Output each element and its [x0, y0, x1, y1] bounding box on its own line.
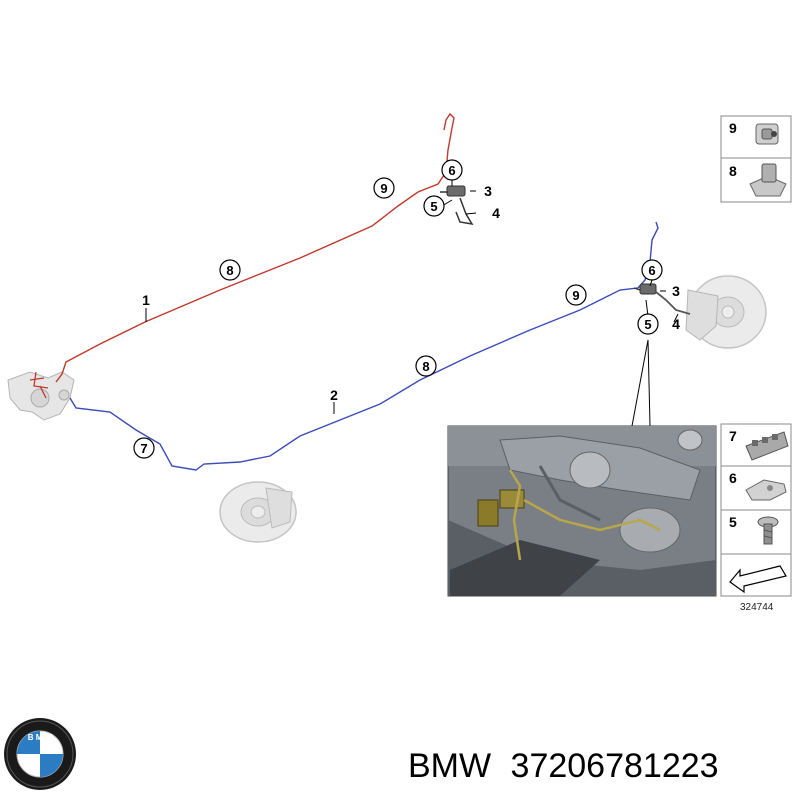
bracket-part-icon	[745, 479, 787, 501]
svg-text:8: 8	[729, 163, 737, 179]
footer-brand-part: BMW 37206781223	[408, 747, 719, 785]
brake-disc-front	[219, 481, 297, 543]
label-4-upper: 4	[492, 205, 500, 221]
front-axle-component	[7, 371, 75, 421]
svg-text:9: 9	[572, 288, 579, 303]
svg-text:7: 7	[140, 441, 147, 456]
svg-text:7: 7	[729, 428, 737, 444]
svg-text:8: 8	[422, 359, 429, 374]
screw-part-icon	[757, 516, 779, 545]
footer-part-number: 37206781223	[511, 747, 719, 785]
reference-number: 324744	[740, 602, 774, 613]
label-4-lower: 4	[672, 316, 680, 332]
multi-clip-part-icon	[745, 431, 789, 461]
svg-text:6: 6	[648, 263, 655, 278]
brake-line-1	[55, 112, 455, 383]
callout-5-upper: 5	[423, 195, 445, 217]
callout-9-lower: 9	[565, 284, 587, 306]
svg-text:9: 9	[380, 181, 387, 196]
svg-text:9: 9	[729, 120, 737, 136]
svg-text:5: 5	[430, 199, 437, 214]
brake-line-1-end	[29, 371, 49, 399]
callout-5-lower: 5	[637, 313, 659, 335]
callout-6-upper: 6	[441, 159, 463, 181]
direction-arrow-icon	[729, 565, 787, 594]
footer-brand: BMW	[408, 747, 491, 785]
svg-text:5: 5	[644, 317, 651, 332]
parts-legend-bottom: 7 6 5	[720, 423, 792, 597]
label-1: 1	[142, 292, 150, 308]
clip-part-icon	[755, 123, 779, 145]
svg-text:6: 6	[448, 163, 455, 178]
leader-lines	[145, 178, 679, 427]
svg-text:5: 5	[729, 514, 737, 530]
svg-text:8: 8	[226, 263, 233, 278]
svg-text:B M W: B M W	[28, 733, 53, 742]
callout-9-upper: 9	[373, 177, 395, 199]
parts-legend-top: 9 8	[720, 115, 792, 203]
label-3-upper: 3	[484, 183, 492, 199]
callout-7: 7	[133, 437, 155, 459]
detail-view	[447, 425, 717, 597]
brake-disc-rear	[685, 275, 767, 349]
connector-cluster-lower	[633, 283, 691, 315]
callout-8-lower: 8	[415, 355, 437, 377]
bmw-roundel-icon: B M W	[4, 718, 76, 790]
svg-text:6: 6	[729, 470, 737, 486]
connector-cluster-upper	[440, 185, 474, 226]
callout-6-lower: 6	[641, 259, 663, 281]
holder-part-icon	[749, 163, 787, 197]
label-3-lower: 3	[672, 283, 680, 299]
label-2: 2	[330, 387, 338, 403]
callout-8-upper: 8	[219, 259, 241, 281]
